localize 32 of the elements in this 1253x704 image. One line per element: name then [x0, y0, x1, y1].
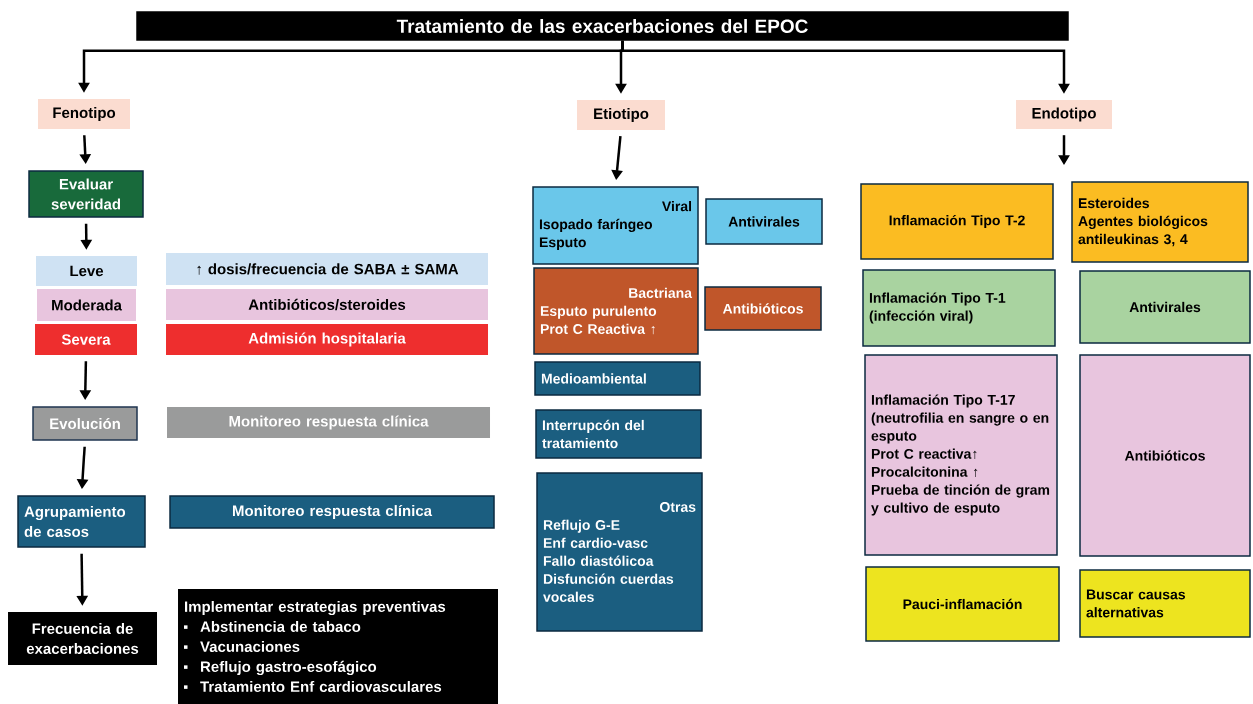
- prevention-box: Implementar estrategias preventivas Abstinencia de tabaco Vacunaciones Reflujo gastro-esofágico Tratamiento Enf cardiovasculares: [178, 589, 498, 704]
- severity-box: Leve: [36, 256, 137, 286]
- treatment-box: Buscar causas alternativas: [1079, 569, 1251, 638]
- step-box: Frecuencia de exacerbaciones: [8, 612, 157, 665]
- cause-box: Interrupcón del tratamiento: [535, 409, 702, 459]
- type-box: Inflamación Tipo T-17 (neutrofilia en sangre o en esputo Prot C reactiva↑ Procalcitonina ↑ Prueba de tinción de gram y cultivo de esputo: [864, 354, 1058, 556]
- cause-box: Bactriana Esputo purulento Prot C Reactiva ↑: [533, 267, 699, 355]
- type-box: Inflamación Tipo T-2: [860, 183, 1054, 260]
- severity-box: Severa: [35, 324, 137, 355]
- treatment-box: Monitoreo respuesta clínica: [167, 407, 490, 438]
- treatment-box: Esteroides Agentes biológicos antileukinas 3, 4: [1071, 181, 1249, 263]
- treatment-box: Antivirales: [705, 198, 823, 245]
- title-bar: Tratamiento de las exacerbaciones del EPOC: [136, 11, 1069, 41]
- severity-box: Moderada: [37, 289, 136, 321]
- category-label: Etiotipo: [577, 100, 665, 130]
- step-box: Evolución: [32, 406, 138, 441]
- treatment-box: Antibióticos/steroides: [166, 289, 488, 320]
- category-label: Endotipo: [1016, 100, 1112, 129]
- treatment-box: ↑ dosis/frecuencia de SABA ± SAMA: [166, 253, 488, 285]
- treatment-box: Antibióticos: [1079, 354, 1251, 557]
- type-box: Pauci-inflamación: [865, 566, 1060, 642]
- treatment-box: Antibióticos: [704, 286, 822, 331]
- cause-box: Viral Isopado faríngeo Esputo: [532, 186, 699, 265]
- cause-box: Otras Reflujo G-E Enf cardio-vasc Fallo diastólicoa Disfunción cuerdas vocales: [536, 472, 703, 632]
- step-box: Evaluar severidad: [28, 170, 144, 218]
- cause-box: Medioambiental: [534, 361, 701, 396]
- type-box: Inflamación Tipo T-1 (infección viral): [862, 269, 1056, 347]
- step-box: Agrupamiento de casos: [17, 495, 146, 548]
- treatment-box: Admisión hospitalaria: [166, 324, 488, 355]
- treatment-box: Monitoreo respuesta clínica: [169, 495, 495, 529]
- category-label: Fenotipo: [38, 99, 130, 129]
- treatment-box: Antivirales: [1079, 270, 1251, 344]
